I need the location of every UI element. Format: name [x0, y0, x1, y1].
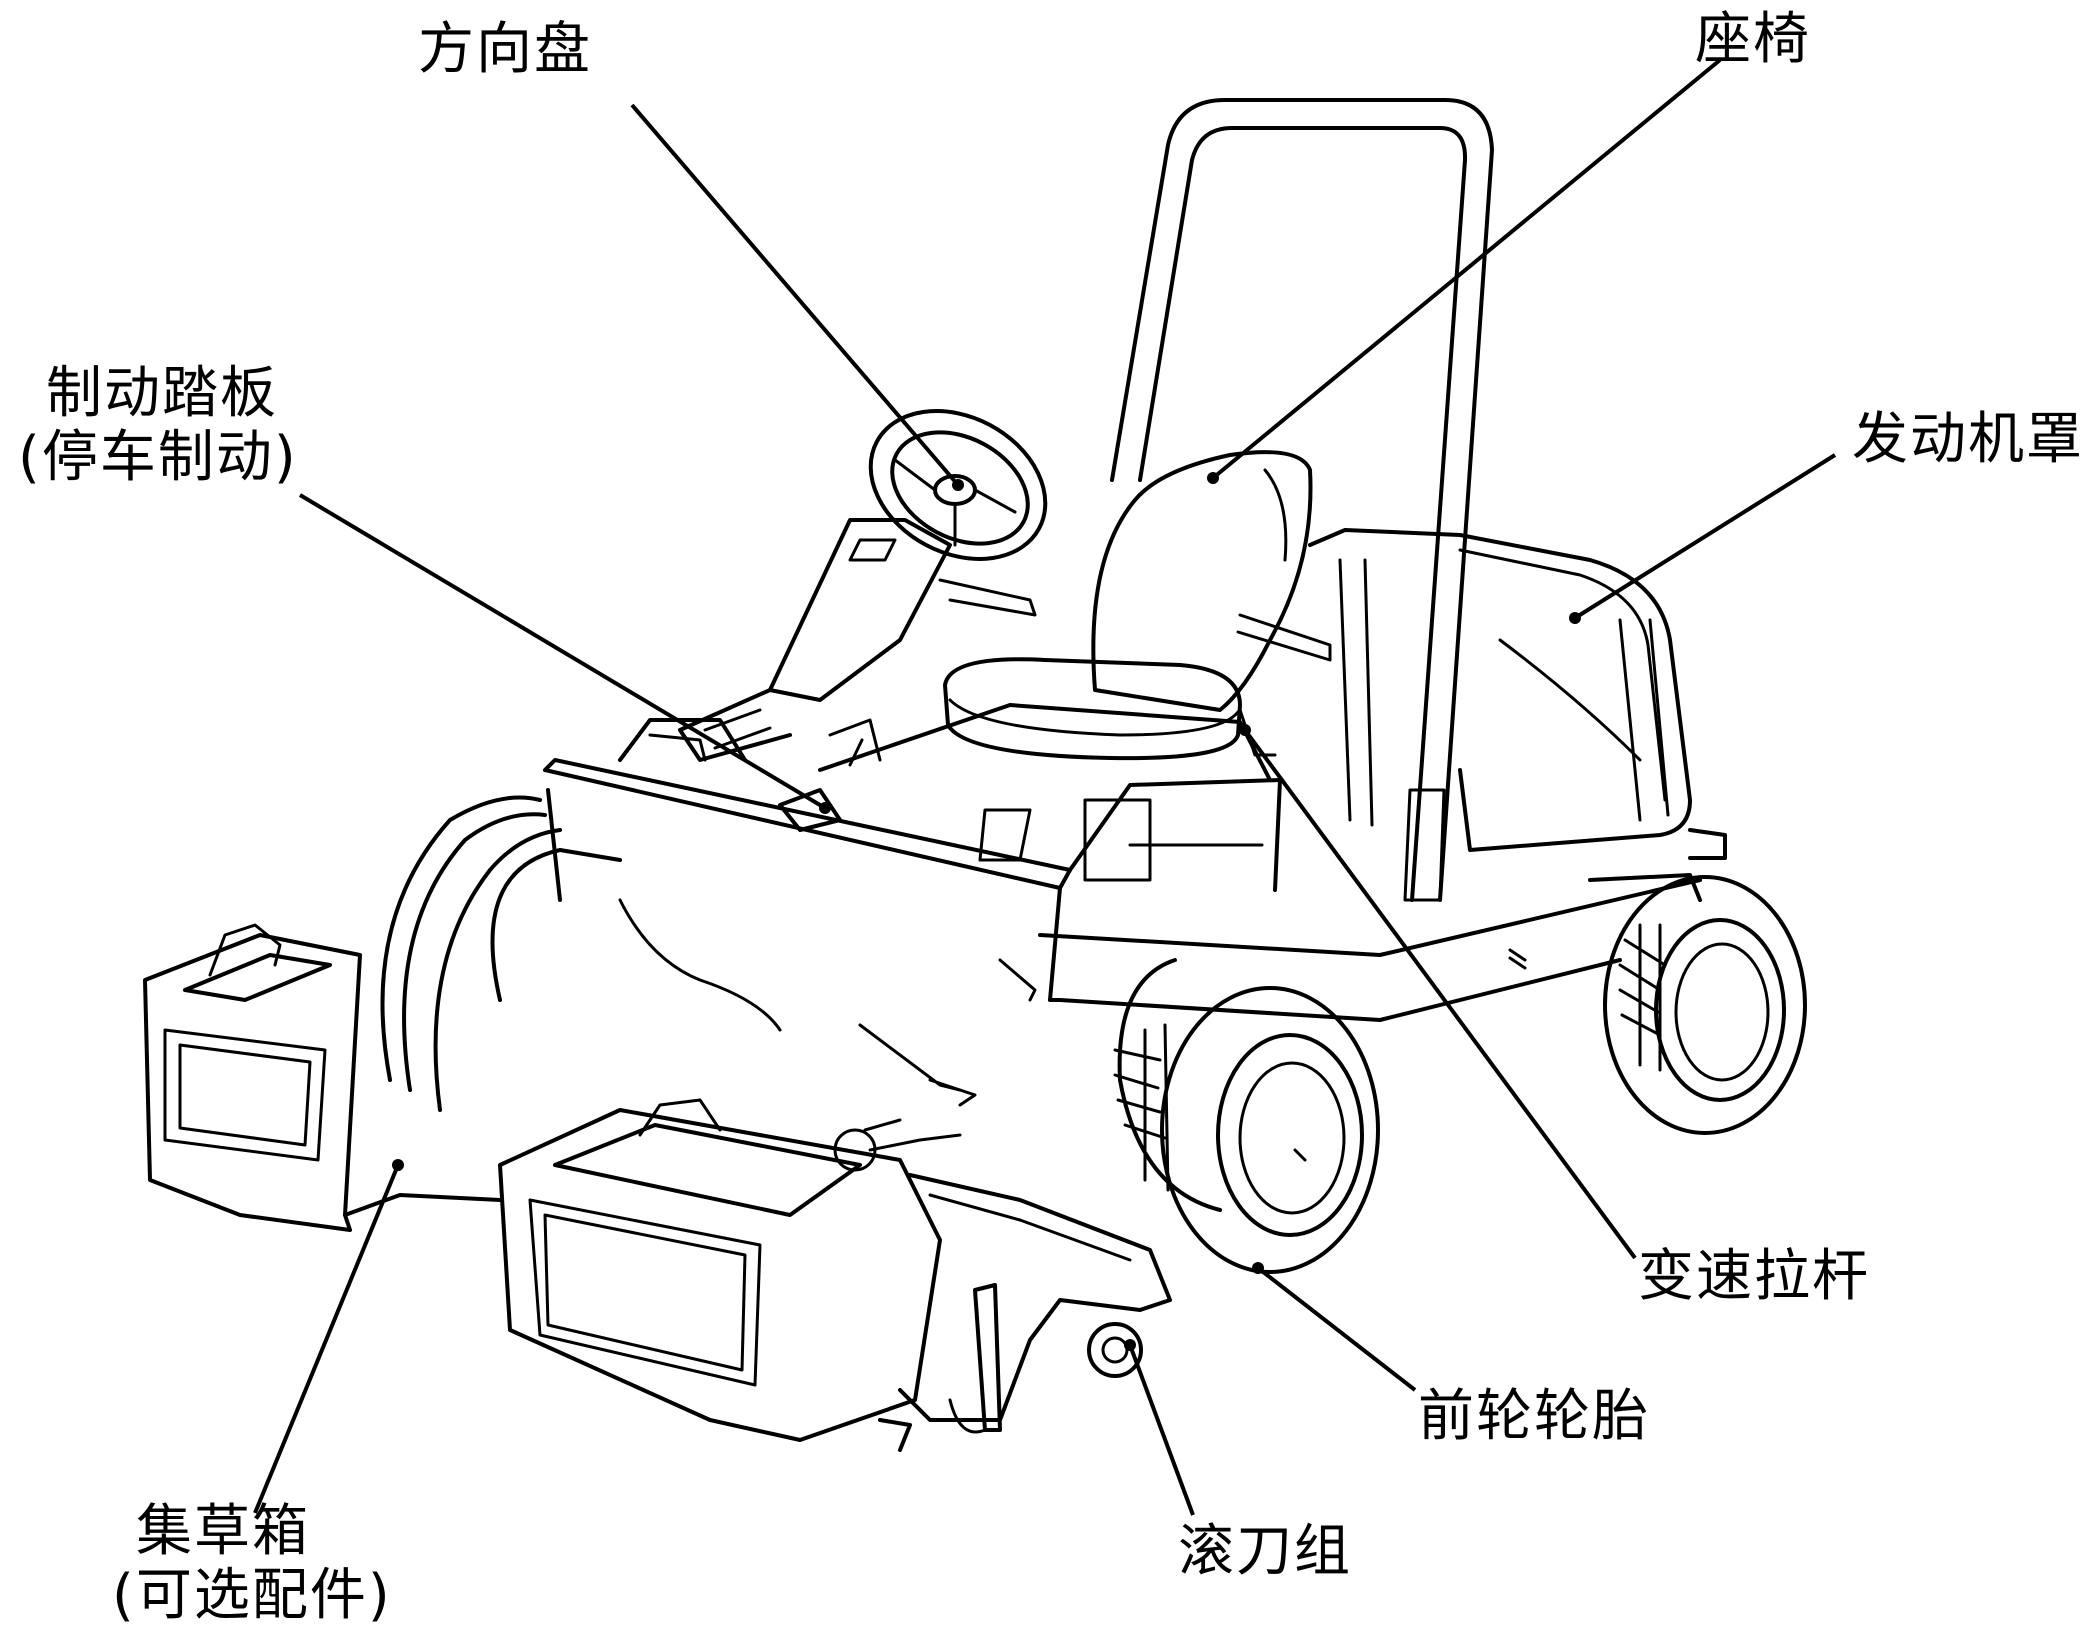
- roll-bar: [1110, 98, 1494, 902]
- leader-dot-seat: [1207, 472, 1219, 484]
- seat-drawing: [943, 450, 1332, 761]
- label-seat: 座椅: [1695, 8, 1811, 72]
- leader-traction-pedal: [1243, 728, 1637, 1260]
- rear-wheel-drawing: [1588, 873, 1807, 1135]
- front-wheel-drawing: [1113, 958, 1380, 1274]
- leader-hood: [1573, 453, 1837, 620]
- label-grass-basket-line1: 集草箱: [136, 1499, 310, 1564]
- cutting-unit-drawing: [833, 1023, 1172, 1452]
- hood-drawing: [1308, 528, 1727, 860]
- label-front-tire-text: 前轮轮胎: [1418, 1384, 1650, 1449]
- leader-lines: [253, 58, 1837, 1516]
- label-steering-wheel-text: 方向盘: [418, 17, 592, 82]
- label-cutting-unit: 滚刀组: [1178, 1520, 1352, 1584]
- leader-cutting-unit: [1128, 1344, 1195, 1516]
- leader-dot-cutting-unit: [1124, 1339, 1136, 1351]
- grass-basket-left: [143, 923, 502, 1232]
- label-hood-text: 发动机罩: [1852, 407, 2084, 472]
- label-cutting-unit-text: 滚刀组: [1178, 1519, 1352, 1584]
- leader-dot-grass-basket: [392, 1159, 404, 1171]
- label-traction-pedal-text: 变速拉杆: [1638, 1244, 1870, 1309]
- label-traction-pedal: 变速拉杆: [1638, 1245, 1870, 1309]
- label-steering-wheel: 方向盘: [418, 18, 592, 82]
- label-seat-text: 座椅: [1695, 7, 1811, 72]
- leader-dot-brake-pedal: [819, 802, 831, 814]
- leader-grass-basket: [253, 1164, 400, 1514]
- leader-brake-pedal: [298, 493, 827, 810]
- hydraulic-hose: [380, 795, 782, 1112]
- grass-basket-center: [498, 1098, 942, 1442]
- leader-seat: [1211, 58, 1722, 480]
- leader-front-tire: [1256, 1266, 1417, 1392]
- label-brake-pedal-line1: 制动踏板: [46, 361, 278, 426]
- frame-drawing: [543, 703, 1702, 1022]
- leader-steering-wheel: [630, 103, 960, 487]
- leader-dot-traction-pedal: [1239, 724, 1251, 736]
- leader-dot-hood: [1569, 612, 1581, 624]
- label-grass-basket: 集草箱 (可选配件): [112, 1500, 392, 1628]
- label-hood: 发动机罩: [1852, 408, 2084, 472]
- label-brake-pedal: 制动踏板 (停车制动): [18, 362, 298, 490]
- label-brake-pedal-line2: (停车制动): [18, 425, 298, 490]
- steering-wheel-drawing: [678, 409, 1048, 762]
- leader-dot-steering-wheel: [952, 479, 964, 491]
- label-grass-basket-line2: (可选配件): [112, 1563, 392, 1628]
- leader-dot-front-tire: [1252, 1262, 1264, 1274]
- label-front-tire: 前轮轮胎: [1418, 1385, 1650, 1449]
